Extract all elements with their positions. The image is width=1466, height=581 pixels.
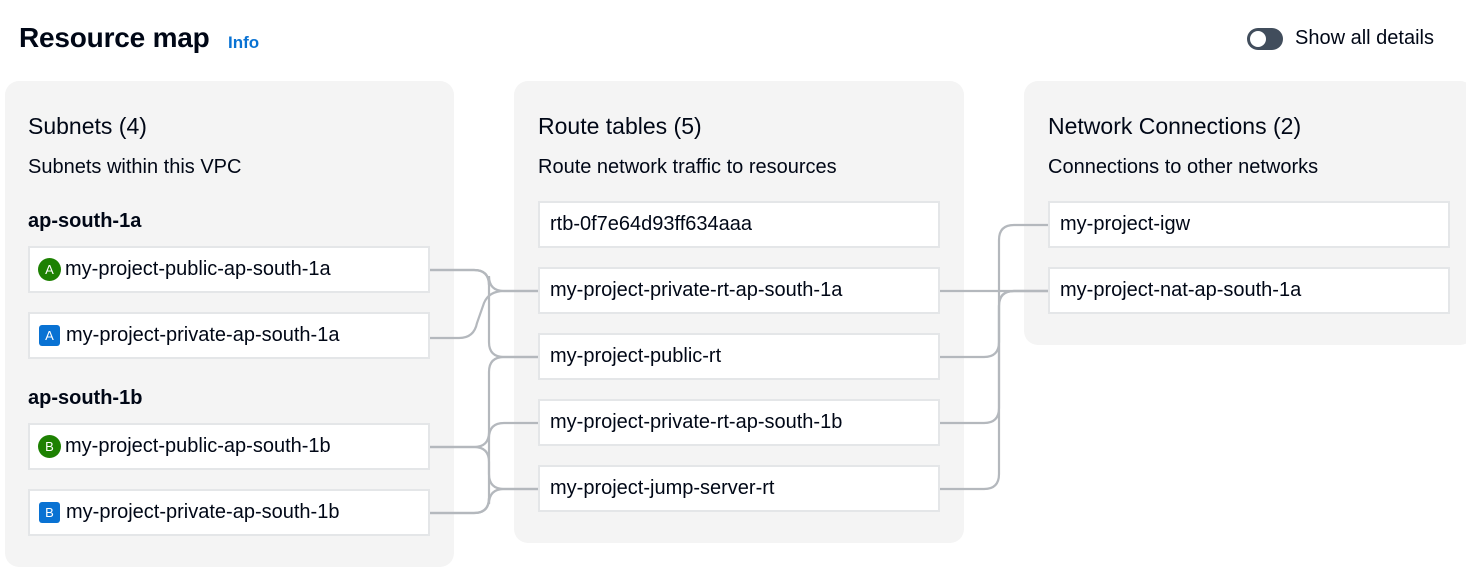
show-all-details-toggle[interactable]: Show all details [1247,27,1434,50]
public-subnet-badge-icon: A [38,258,61,281]
subnet-private-ap-south-1b[interactable]: B my-project-private-ap-south-1b [28,489,430,536]
subnet-label: my-project-public-ap-south-1b [65,435,331,457]
info-link[interactable]: Info [228,33,260,52]
route-tables-description: Route network traffic to resources [538,156,837,178]
route-table-item[interactable]: my-project-jump-server-rt [538,465,940,512]
page-title: Resource map [19,22,210,53]
route-tables-title: Route tables (5) [538,113,702,139]
subnet-label: my-project-public-ap-south-1a [65,258,331,280]
availability-zone-label: ap-south-1a [28,210,142,232]
toggle-switch[interactable] [1247,27,1283,50]
resource-map-header: Resource map Info Show all details [0,0,1466,80]
subnet-public-ap-south-1a[interactable]: A my-project-public-ap-south-1a [28,246,430,293]
subnets-description: Subnets within this VPC [28,156,242,178]
subnet-label: my-project-private-ap-south-1a [66,324,340,346]
network-connections-title: Network Connections (2) [1048,113,1302,139]
subnet-label: my-project-private-ap-south-1b [66,501,340,523]
route-table-label: my-project-jump-server-rt [550,477,775,499]
subnets-title: Subnets (4) [28,113,147,139]
private-subnet-badge-icon: A [39,325,60,346]
route-table-label: rtb-0f7e64d93ff634aaa [550,213,753,235]
network-connections-description: Connections to other networks [1048,156,1319,178]
subnet-public-ap-south-1b[interactable]: B my-project-public-ap-south-1b [28,423,430,470]
availability-zone-label: ap-south-1b [28,387,143,409]
subnet-private-ap-south-1a[interactable]: A my-project-private-ap-south-1a [28,312,430,359]
network-connection-nat[interactable]: my-project-nat-ap-south-1a [1048,267,1450,314]
network-connection-igw[interactable]: my-project-igw [1048,201,1450,248]
private-subnet-badge-icon: B [39,502,60,523]
route-table-item[interactable]: my-project-private-rt-ap-south-1a [538,267,940,314]
route-table-label: my-project-public-rt [550,345,722,367]
route-table-item[interactable]: my-project-private-rt-ap-south-1b [538,399,940,446]
public-subnet-badge-icon: B [38,435,61,458]
route-table-item[interactable]: my-project-public-rt [538,333,940,380]
network-connection-label: my-project-nat-ap-south-1a [1060,279,1302,301]
toggle-label: Show all details [1295,27,1434,49]
route-table-label: my-project-private-rt-ap-south-1a [550,279,843,301]
route-table-item[interactable]: rtb-0f7e64d93ff634aaa [538,201,940,248]
network-connection-label: my-project-igw [1060,213,1191,235]
route-table-label: my-project-private-rt-ap-south-1b [550,411,843,433]
toggle-knob [1250,30,1266,47]
